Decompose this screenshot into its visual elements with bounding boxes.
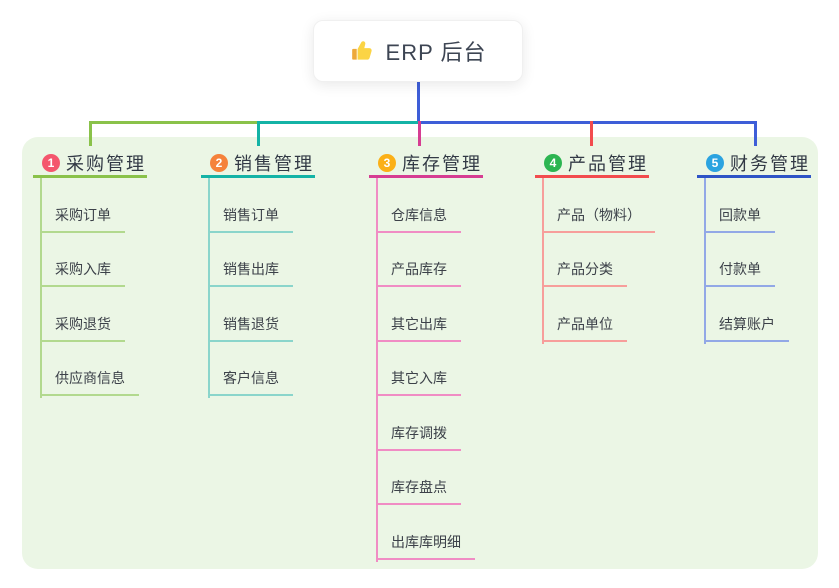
- branch-number-badge: 4: [544, 153, 562, 172]
- sub-item-list: 仓库信息产品库存其它出库其它入库库存调拨库存盘点出库库明细: [376, 178, 475, 560]
- branch-number-badge: 1: [42, 153, 60, 172]
- subtree-line: [542, 178, 544, 344]
- sub-item[interactable]: 采购订单: [40, 205, 125, 233]
- sub-item-row: 库存调拨: [376, 396, 475, 451]
- root-node-label: ERP 后台: [385, 40, 487, 65]
- subtree-line: [704, 178, 706, 344]
- subtree-line: [376, 178, 378, 562]
- thumbs-up-icon: [350, 38, 376, 64]
- sub-item-row: 结算账户: [704, 287, 789, 342]
- connector-stub: [754, 121, 757, 146]
- subtree-line: [208, 178, 210, 398]
- sub-item-row: 出库库明细: [376, 505, 475, 560]
- sub-item-row: 其它入库: [376, 342, 475, 396]
- sub-item[interactable]: 采购退货: [40, 314, 125, 342]
- connector-stub: [590, 121, 593, 146]
- branch-number-badge: 2: [210, 153, 228, 172]
- connector-stub: [418, 121, 421, 146]
- branch-node-title[interactable]: 5 财务管理: [697, 150, 811, 178]
- sub-item[interactable]: 产品（物料）: [542, 205, 655, 233]
- sub-item[interactable]: 结算账户: [704, 314, 789, 342]
- sub-item[interactable]: 产品单位: [542, 314, 627, 342]
- sub-item[interactable]: 客户信息: [208, 368, 293, 396]
- branch-title-label: 产品管理: [568, 153, 648, 174]
- sub-item-row: 客户信息: [208, 342, 293, 396]
- sub-item-row: 产品分类: [542, 233, 655, 287]
- branch-title-label: 库存管理: [402, 153, 482, 174]
- sub-item-row: 采购入库: [40, 233, 139, 287]
- sub-item-row: 产品库存: [376, 233, 475, 287]
- sub-item-list: 产品（物料） 产品分类产品单位: [542, 178, 655, 342]
- sub-item-row: 产品（物料）: [542, 178, 655, 233]
- sub-item[interactable]: 销售出库: [208, 259, 293, 287]
- branch-node-title[interactable]: 3 库存管理: [369, 150, 483, 178]
- sub-item[interactable]: 出库库明细: [376, 532, 475, 560]
- branch-title-label: 财务管理: [730, 153, 810, 174]
- sub-item[interactable]: 库存调拨: [376, 423, 461, 451]
- sub-item[interactable]: 仓库信息: [376, 205, 461, 233]
- sub-item[interactable]: 库存盘点: [376, 477, 461, 505]
- sub-item[interactable]: 产品库存: [376, 259, 461, 287]
- sub-item-row: 供应商信息: [40, 342, 139, 396]
- branches-panel: [22, 137, 818, 569]
- sub-item[interactable]: 供应商信息: [40, 368, 139, 396]
- branch-node-title[interactable]: 4 产品管理: [535, 150, 649, 178]
- sub-item-list: 回款单付款单结算账户: [704, 178, 789, 342]
- sub-item[interactable]: 产品分类: [542, 259, 627, 287]
- connector-stub: [89, 121, 92, 146]
- sub-item[interactable]: 销售退货: [208, 314, 293, 342]
- sub-item-row: 其它出库: [376, 287, 475, 342]
- sub-item-row: 销售退货: [208, 287, 293, 342]
- sub-item[interactable]: 其它入库: [376, 368, 461, 396]
- connector-stub: [257, 121, 260, 146]
- sub-item-row: 回款单: [704, 178, 789, 233]
- branch-node-title[interactable]: 1 采购管理: [33, 150, 147, 178]
- branch-number-badge: 5: [706, 153, 724, 172]
- branch-node-title[interactable]: 2 销售管理: [201, 150, 315, 178]
- branch-number-badge: 3: [378, 153, 396, 172]
- sub-item-row: 采购订单: [40, 178, 139, 233]
- sub-item[interactable]: 付款单: [704, 259, 775, 287]
- sub-item-row: 销售订单: [208, 178, 293, 233]
- sub-item[interactable]: 回款单: [704, 205, 775, 233]
- sub-item-row: 采购退货: [40, 287, 139, 342]
- branch-title-label: 采购管理: [66, 153, 146, 174]
- sub-item-row: 销售出库: [208, 233, 293, 287]
- sub-item[interactable]: 其它出库: [376, 314, 461, 342]
- sub-item-row: 产品单位: [542, 287, 655, 342]
- sub-item-list: 销售订单销售出库销售退货客户信息: [208, 178, 293, 396]
- connector-bus-segment: [257, 121, 420, 124]
- root-connector-line: [417, 82, 420, 124]
- branch-title-label: 销售管理: [234, 153, 314, 174]
- root-node[interactable]: ERP 后台: [313, 20, 523, 82]
- sub-item-row: 库存盘点: [376, 451, 475, 505]
- sub-item-row: 仓库信息: [376, 178, 475, 233]
- sub-item[interactable]: 采购入库: [40, 259, 125, 287]
- connector-bus-segment: [418, 121, 757, 124]
- connector-bus-segment: [89, 121, 259, 124]
- sub-item[interactable]: 销售订单: [208, 205, 293, 233]
- subtree-line: [40, 178, 42, 398]
- sub-item-row: 付款单: [704, 233, 789, 287]
- sub-item-list: 采购订单采购入库采购退货供应商信息: [40, 178, 139, 396]
